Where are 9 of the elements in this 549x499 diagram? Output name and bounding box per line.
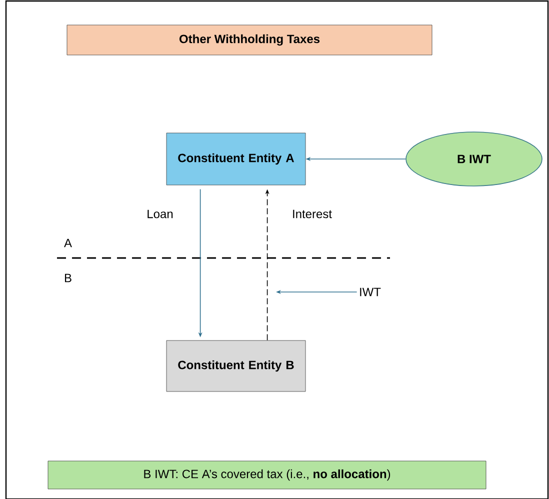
entity-box: Constituent Entity B — [166, 340, 306, 392]
side-label: B — [65, 274, 72, 282]
arrow-label: IWT — [360, 288, 381, 296]
entity-box: Constituent Entity A — [166, 132, 306, 186]
side-label: A — [64, 238, 72, 248]
edge-label: Loan — [148, 210, 173, 218]
edge-label: Interest — [293, 210, 332, 218]
title-box: Other Withholding Taxes — [66, 24, 432, 56]
note-box: B IWT: CE A’s covered tax (i.e., no allocation) — [48, 460, 486, 490]
